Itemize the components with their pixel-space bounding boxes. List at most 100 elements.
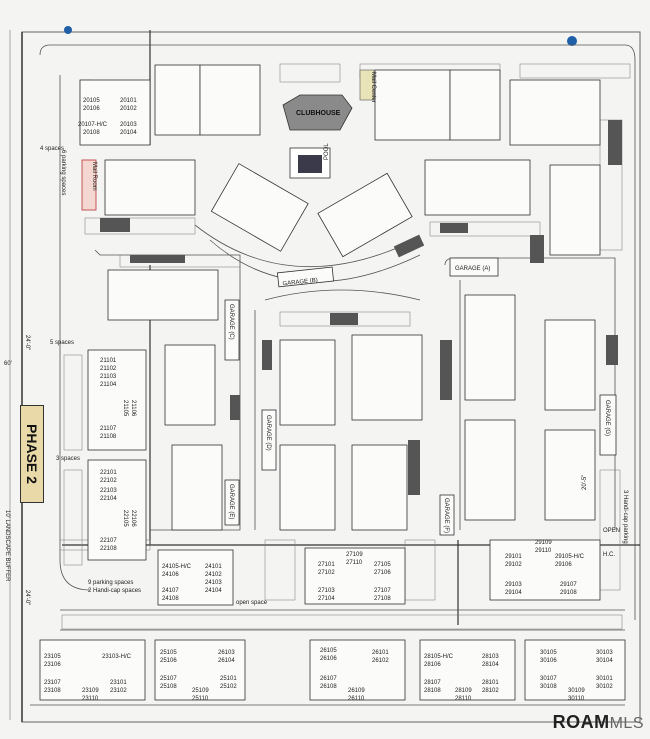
- unit-label: 30110: [568, 696, 585, 702]
- unit-label: 26103: [218, 650, 235, 656]
- unit-label: 30105: [540, 650, 557, 656]
- unit-label: 20107-H/C: [78, 122, 108, 128]
- unit-label: 25101: [220, 676, 237, 682]
- unit-label: 22108: [100, 546, 117, 552]
- unit-label: 21107: [100, 426, 117, 432]
- unit-label: 26107: [320, 676, 337, 682]
- unit-label: 20102: [120, 106, 137, 112]
- spaces-3-label: 3 spaces: [56, 456, 80, 462]
- buildings-lower: [39, 539, 626, 701]
- unit-label: 24103: [205, 580, 222, 586]
- buildings-left: [79, 79, 151, 561]
- unit-label: 24106: [162, 572, 179, 578]
- unit-label: 25107: [160, 676, 177, 682]
- unit-label: 20101: [120, 98, 137, 104]
- unit-label: 23106: [44, 662, 61, 668]
- unit-label: 20108: [83, 130, 100, 136]
- unit-label: 23102: [110, 688, 127, 694]
- unit-label: 23110: [82, 696, 99, 702]
- logo-suffix-text: MLS: [609, 715, 644, 732]
- clubhouse-label: CLUBHOUSE: [296, 110, 341, 117]
- mail-room-label: Mail Room: [91, 162, 97, 191]
- unit-label: 26101: [372, 650, 389, 656]
- unit-label: 24108: [162, 596, 179, 602]
- unit-label: 20105: [83, 98, 100, 104]
- garage-f-label: GARAGE (F): [443, 498, 449, 533]
- parking-stalls: [59, 63, 631, 630]
- open-label: OPEN: [603, 528, 620, 534]
- unit-label: 27103: [318, 588, 335, 594]
- unit-label: 22102: [100, 478, 117, 484]
- unit-label: 23101: [110, 680, 127, 686]
- garage-d-label: GARAGE (D): [265, 415, 271, 451]
- unit-label: 26104: [218, 658, 235, 664]
- unit-label: 23109: [82, 688, 99, 694]
- phase-2-label: PHASE 2: [24, 424, 40, 484]
- unit-label: 28109: [455, 688, 472, 694]
- unit-label: 29104: [505, 590, 522, 596]
- unit-label: 24102: [205, 572, 222, 578]
- unit-label: 29101: [505, 554, 522, 560]
- unit-label: 27109: [346, 552, 363, 558]
- map-labels: CLUBHOUSE POOL Mail Center Mail Room GAR…: [4, 72, 628, 606]
- unit-label: 24101: [205, 564, 222, 570]
- mail-center-label: Mail Center: [370, 72, 376, 103]
- unit-label: 26109: [348, 688, 365, 694]
- buildings-middle: [164, 294, 596, 531]
- buildings-upper: [104, 64, 601, 321]
- garage-a-label: GARAGE (A): [455, 266, 490, 272]
- unit-label: 29105-H/C: [555, 554, 585, 560]
- unit-label: 23105: [44, 654, 61, 660]
- unit-label: 25106: [160, 658, 177, 664]
- unit-label: 22103: [100, 488, 117, 494]
- garage-e-label: GARAGE (E): [228, 484, 234, 519]
- unit-label: 22106: [130, 510, 136, 527]
- unit-label: 26102: [372, 658, 389, 664]
- unit-label: 21108: [100, 434, 117, 440]
- unit-label: 25110: [192, 696, 209, 702]
- spaces-5-label: 5 spaces: [50, 340, 74, 346]
- dim-24-bottom-label: 24'-0": [24, 590, 30, 605]
- unit-label: 20104: [120, 130, 137, 136]
- unit-label: 29110: [535, 548, 552, 554]
- unit-label: 23108: [44, 688, 61, 694]
- unit-labels: 20105 20101 20106 20102 20107-H/C 20103 …: [44, 98, 613, 702]
- unit-label: 27110: [346, 560, 363, 566]
- unit-label: 23103-H/C: [102, 654, 132, 660]
- unit-label: 27106: [374, 570, 391, 576]
- unit-label: 25108: [160, 684, 177, 690]
- unit-label: 28104: [482, 662, 499, 668]
- parking-9-label: 9 parking spaces: [88, 580, 133, 586]
- unit-label: 30103: [596, 650, 613, 656]
- unit-label: 29102: [505, 562, 522, 568]
- parking-6-label: 6 parking spaces: [60, 150, 66, 195]
- dim-20-label: 20'-5": [582, 475, 588, 490]
- handicap-2-label: 2 Handi-cap spaces: [88, 588, 141, 594]
- unit-label: 21101: [100, 358, 117, 364]
- unit-label: 30108: [540, 684, 557, 690]
- unit-label: 27108: [374, 596, 391, 602]
- unit-label: 28106: [424, 662, 441, 668]
- unit-label: 28105-H/C: [424, 654, 454, 660]
- unit-label: 25102: [220, 684, 237, 690]
- unit-label: 21106: [130, 400, 136, 417]
- unit-label: 27104: [318, 596, 335, 602]
- unit-label: 23107: [44, 680, 61, 686]
- garages: [224, 257, 617, 536]
- unit-label: 30106: [540, 658, 557, 664]
- unit-label: 21104: [100, 382, 117, 388]
- garage-c-label: GARAGE (C): [228, 304, 234, 340]
- unit-label: 30107: [540, 676, 557, 682]
- dim-60-label: 60': [4, 361, 12, 367]
- unit-label: 21102: [100, 366, 117, 372]
- unit-label: 26108: [320, 684, 337, 690]
- roam-mls-logo: ROAMMLS: [553, 712, 644, 733]
- unit-label: 22105: [122, 510, 128, 527]
- clubhouse-area: [81, 69, 375, 211]
- spaces-4-label: 4 spaces: [40, 146, 64, 152]
- unit-label: 28101: [482, 680, 499, 686]
- dim-24-label: 24'-0": [24, 335, 30, 350]
- garage-g-label: GARAGE (G): [604, 400, 610, 436]
- unit-label: 24105-H/C: [162, 564, 192, 570]
